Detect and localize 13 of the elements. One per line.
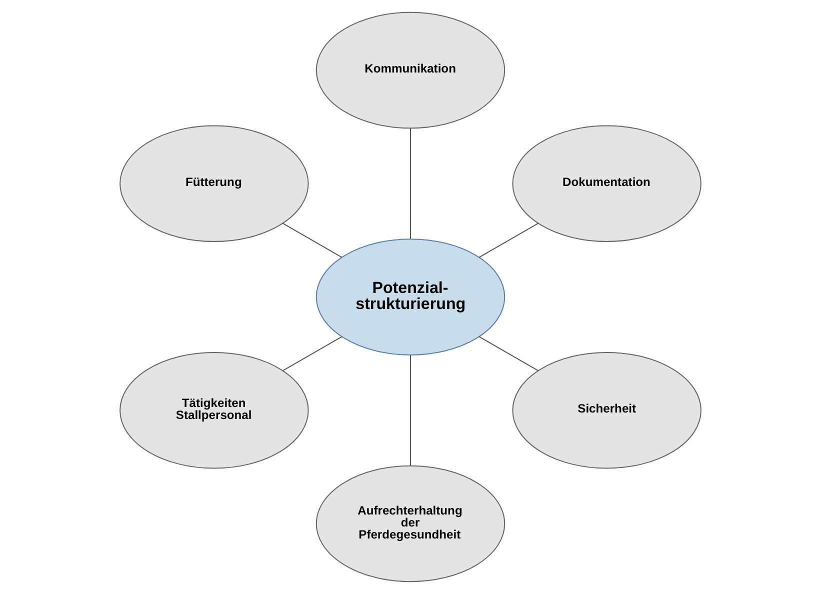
node-ellipse: Aufrechterhaltung der Pferdegesundheit (316, 465, 506, 582)
connector (410, 128, 411, 239)
node-ellipse: Sicherheit (512, 352, 702, 469)
node-ellipse: Dokumentation (512, 125, 702, 242)
connector (478, 222, 538, 258)
node-ellipse: Potenzial- strukturierung (316, 238, 506, 356)
node-ellipse: Tätigkeiten Stallpersonal (120, 352, 309, 469)
connector (282, 222, 342, 258)
connector (410, 355, 411, 466)
node-ellipse: Kommunikation (316, 12, 506, 129)
connector (282, 336, 342, 372)
connector (478, 336, 538, 372)
node-ellipse: Fütterung (120, 125, 309, 242)
